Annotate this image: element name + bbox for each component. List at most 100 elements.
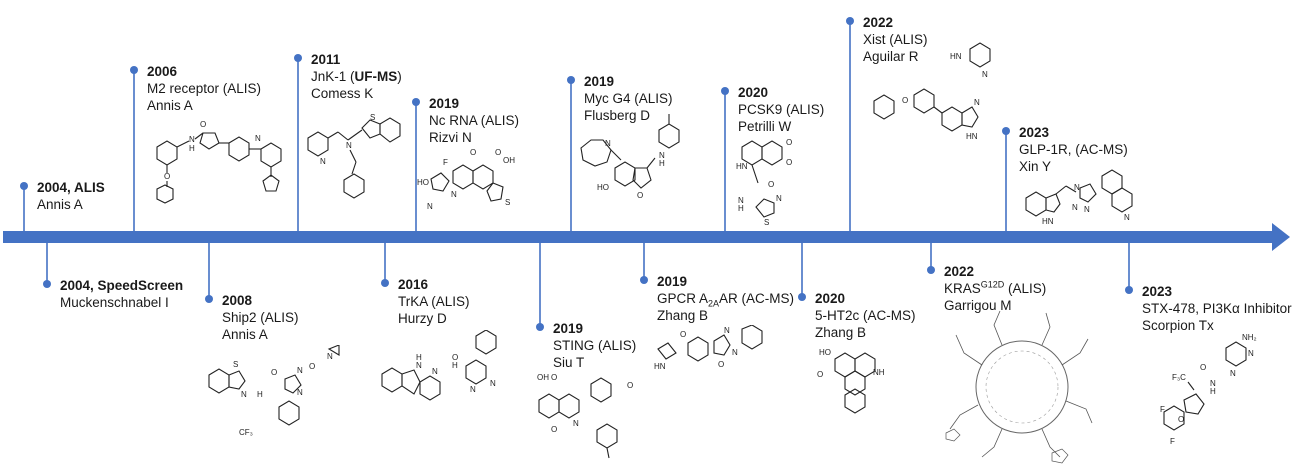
atom-label: N xyxy=(974,98,980,107)
event-author: Annis A xyxy=(37,197,83,212)
target-prefix: GPCR A xyxy=(657,291,709,306)
event-year: 2019 xyxy=(584,74,615,89)
event-author: Zhang B xyxy=(815,325,867,340)
timeline-bar xyxy=(3,231,1273,243)
atom-label: O xyxy=(164,172,170,181)
event-dot xyxy=(20,182,28,190)
event-year: 2019 xyxy=(553,321,584,336)
event-year: 2023 xyxy=(1142,284,1173,299)
atom-label: N xyxy=(470,385,476,394)
event-2016: 2016 TrKA (ALIS) Hurzy D xyxy=(398,276,470,327)
event-ticks xyxy=(20,17,1133,331)
atom-label: NH₂ xyxy=(1242,333,1257,342)
atom-label: O xyxy=(680,330,686,339)
event-dot xyxy=(640,276,648,284)
event-author: Hurzy D xyxy=(398,311,447,326)
atom-label: S xyxy=(764,218,769,227)
target-suffix: (ALIS) xyxy=(1004,281,1047,296)
atom-label: O xyxy=(551,373,557,382)
structure-kras-g12d-macrocycle xyxy=(945,310,1093,464)
event-target: STX-478, PI3Kα Inhibitor xyxy=(1142,301,1292,316)
event-dot xyxy=(567,76,575,84)
event-2006: 2006 M2 receptor (ALIS) Annis A xyxy=(147,63,261,114)
structure-glp1r-ligand: HN N N N N xyxy=(1025,169,1133,226)
atom-label: H xyxy=(189,144,195,153)
event-target: STING (ALIS) xyxy=(553,338,637,353)
atom-label: N xyxy=(659,151,665,160)
atom-label: OH xyxy=(503,156,515,165)
event-year: 2004, SpeedScreen xyxy=(60,278,184,293)
target-suffix: ) xyxy=(397,69,402,84)
atom-label: N xyxy=(189,135,195,144)
atom-label: N xyxy=(451,190,457,199)
atom-label: HN xyxy=(1042,217,1054,226)
event-author: Xin Y xyxy=(1019,159,1052,174)
event-2004-alis: 2004, ALIS Annis A xyxy=(37,179,105,213)
atom-label: N xyxy=(573,419,579,428)
atom-label: N xyxy=(605,139,611,148)
structure-nc-rna-ligand: F O OH O HO N N S xyxy=(417,148,515,211)
atom-label: O xyxy=(768,180,774,189)
atom-label: HN xyxy=(736,162,748,171)
event-author: Scorpion Tx xyxy=(1142,318,1214,333)
event-dot xyxy=(381,279,389,287)
atom-label: HO xyxy=(819,348,831,357)
atom-label: N xyxy=(1248,349,1254,358)
event-target: KRASG12D (ALIS) xyxy=(944,280,1046,297)
event-2004-speedscreen: 2004, SpeedScreen Muckenschnabel I xyxy=(60,277,183,311)
event-dot xyxy=(205,295,213,303)
event-dot xyxy=(721,87,729,95)
event-dot xyxy=(1002,127,1010,135)
target-subscript: 2A xyxy=(708,298,720,309)
atom-label: O xyxy=(786,138,792,147)
event-2011: 2011 JnK-1 (UF-MS) Comess K xyxy=(311,51,402,102)
atom-label: F xyxy=(1160,405,1165,414)
atom-label: H xyxy=(659,159,665,168)
event-author: Aguilar R xyxy=(863,49,919,64)
atom-label: HO xyxy=(597,183,609,192)
event-year: 2023 xyxy=(1019,125,1050,140)
atom-label: O xyxy=(309,362,315,371)
atom-label: N xyxy=(346,141,352,150)
event-dot xyxy=(1125,286,1133,294)
event-target: M2 receptor (ALIS) xyxy=(147,81,262,96)
event-2022-kras: 2022 KRASG12D (ALIS) Garrigou M xyxy=(944,263,1046,314)
event-dot xyxy=(294,54,302,62)
atom-label: N xyxy=(320,157,326,166)
atom-label: O xyxy=(718,360,724,369)
atom-label: F₃C xyxy=(1172,373,1186,382)
atom-label: H xyxy=(452,361,458,370)
event-2023-glp1r: 2023 GLP-1R, (AC-MS) Xin Y xyxy=(1019,124,1128,175)
event-dot xyxy=(412,98,420,106)
atom-label: OH xyxy=(537,373,549,382)
atom-label: N xyxy=(490,379,496,388)
atom-label: N xyxy=(427,202,433,211)
structure-stx478: NH₂ N N F₃C O N H O F F xyxy=(1160,333,1257,446)
atom-label: O xyxy=(200,120,206,129)
atom-label: O xyxy=(786,158,792,167)
atom-label: N xyxy=(297,366,303,375)
event-year: 2004, ALIS xyxy=(37,180,105,195)
atom-label: NH xyxy=(873,368,885,377)
event-2019-myc-g4: 2019 Myc G4 (ALIS) Flusberg D xyxy=(584,73,673,124)
event-2019-sting: 2019 STING (ALIS) Siu T xyxy=(553,320,636,371)
structure-pcsk9-ligand: HN O O O N H S N xyxy=(736,138,792,227)
atom-label: O xyxy=(452,353,458,362)
atom-label: N xyxy=(724,326,730,335)
event-target: Myc G4 (ALIS) xyxy=(584,91,673,106)
event-target: Xist (ALIS) xyxy=(863,32,928,47)
structure-trka-ligand: H N N O H N N xyxy=(381,330,497,401)
event-target: 5-HT2c (AC-MS) xyxy=(815,308,916,323)
event-target: GPCR A2AAR (AC-MS) xyxy=(657,290,794,309)
atom-label: N xyxy=(732,348,738,357)
event-dot xyxy=(798,293,806,301)
structure-sting-ligand: OH O O N O xyxy=(537,373,633,459)
atom-label: HO xyxy=(417,178,429,187)
atom-label: N xyxy=(1230,369,1236,378)
structure-5ht2c-ligand: HO O NH xyxy=(817,348,885,414)
atom-label: N xyxy=(327,352,333,361)
event-year: 2022 xyxy=(863,15,894,30)
atom-label: N xyxy=(982,70,988,79)
event-author: Zhang B xyxy=(657,308,709,323)
